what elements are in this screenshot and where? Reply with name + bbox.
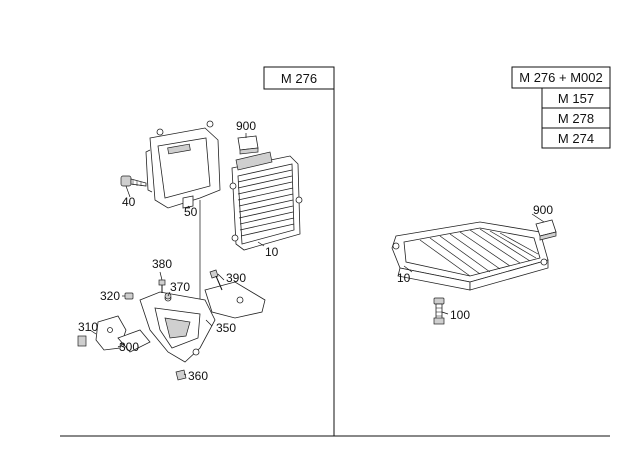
engine-control-unit-drawing <box>229 151 303 251</box>
mounting-bracket-drawing <box>145 120 221 209</box>
variant-tag-m278: M 278 <box>558 111 594 126</box>
callout-900-left: 900 <box>236 119 256 133</box>
callout-310: 310 <box>78 320 98 334</box>
variant-tag-m157: M 157 <box>558 91 594 106</box>
callout-10-left: 10 <box>265 245 279 259</box>
callout-370: 370 <box>170 280 190 294</box>
callout-360: 360 <box>188 369 208 383</box>
callout-380: 380 <box>152 257 172 271</box>
callout-300: 300 <box>119 340 139 354</box>
connector-cover-drawing <box>237 135 259 155</box>
callout-50: 50 <box>184 205 198 219</box>
screw-drawing <box>120 175 147 187</box>
lower-bracket-assembly-drawing <box>77 281 266 363</box>
control-unit-flat-drawing <box>391 221 549 291</box>
variant-tag-m276-m002: M 276 + M002 <box>519 70 602 85</box>
callout-40: 40 <box>122 195 136 209</box>
bolt-drawing <box>433 297 445 325</box>
leader-lines-right <box>403 213 545 315</box>
variant-tag-m274: M 274 <box>558 131 594 146</box>
callout-900-right: 900 <box>533 203 553 217</box>
callout-10-right: 10 <box>397 271 411 285</box>
leader-lines-lower <box>89 271 225 376</box>
callout-390: 390 <box>226 271 246 285</box>
callout-320: 320 <box>100 289 120 303</box>
callout-100: 100 <box>450 308 470 322</box>
connector-cover-right-drawing <box>535 219 557 241</box>
variant-tag-table: M 276 + M002 M 157 M 278 M 274 <box>511 66 611 149</box>
variant-tag-m276: M 276 <box>263 66 335 90</box>
callout-350: 350 <box>216 321 236 335</box>
variant-tag-label: M 276 <box>281 71 317 86</box>
